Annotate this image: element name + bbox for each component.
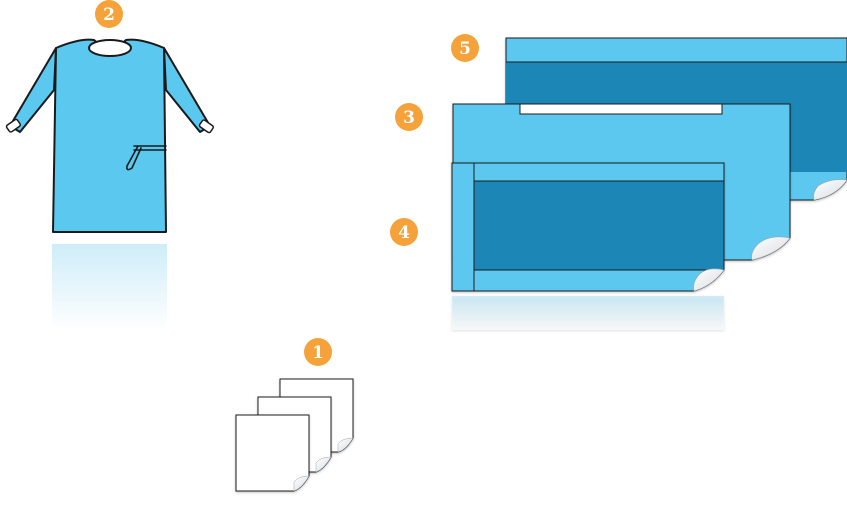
svg-text:4: 4 bbox=[398, 223, 410, 243]
svg-text:5: 5 bbox=[459, 39, 471, 59]
svg-text:3: 3 bbox=[403, 108, 415, 128]
svg-text:2: 2 bbox=[103, 5, 115, 25]
drape3-slot bbox=[520, 104, 722, 114]
badge-1: 1 bbox=[304, 338, 332, 366]
badge-5: 5 bbox=[451, 34, 479, 62]
surgical-gown-icon bbox=[6, 40, 214, 329]
gown-reflection bbox=[52, 244, 167, 329]
sheet-front bbox=[236, 415, 309, 491]
paper-sheets-stack-icon bbox=[236, 379, 353, 491]
badge-2: 2 bbox=[95, 0, 123, 28]
svg-text:1: 1 bbox=[312, 343, 324, 363]
drape-with-window-icon bbox=[452, 163, 724, 330]
drape4-reflection bbox=[452, 296, 724, 330]
gown-collar bbox=[89, 40, 131, 56]
badge-4: 4 bbox=[390, 218, 418, 246]
gown-body bbox=[53, 40, 166, 232]
badge-3: 3 bbox=[395, 103, 423, 131]
drape4-window bbox=[474, 181, 724, 270]
